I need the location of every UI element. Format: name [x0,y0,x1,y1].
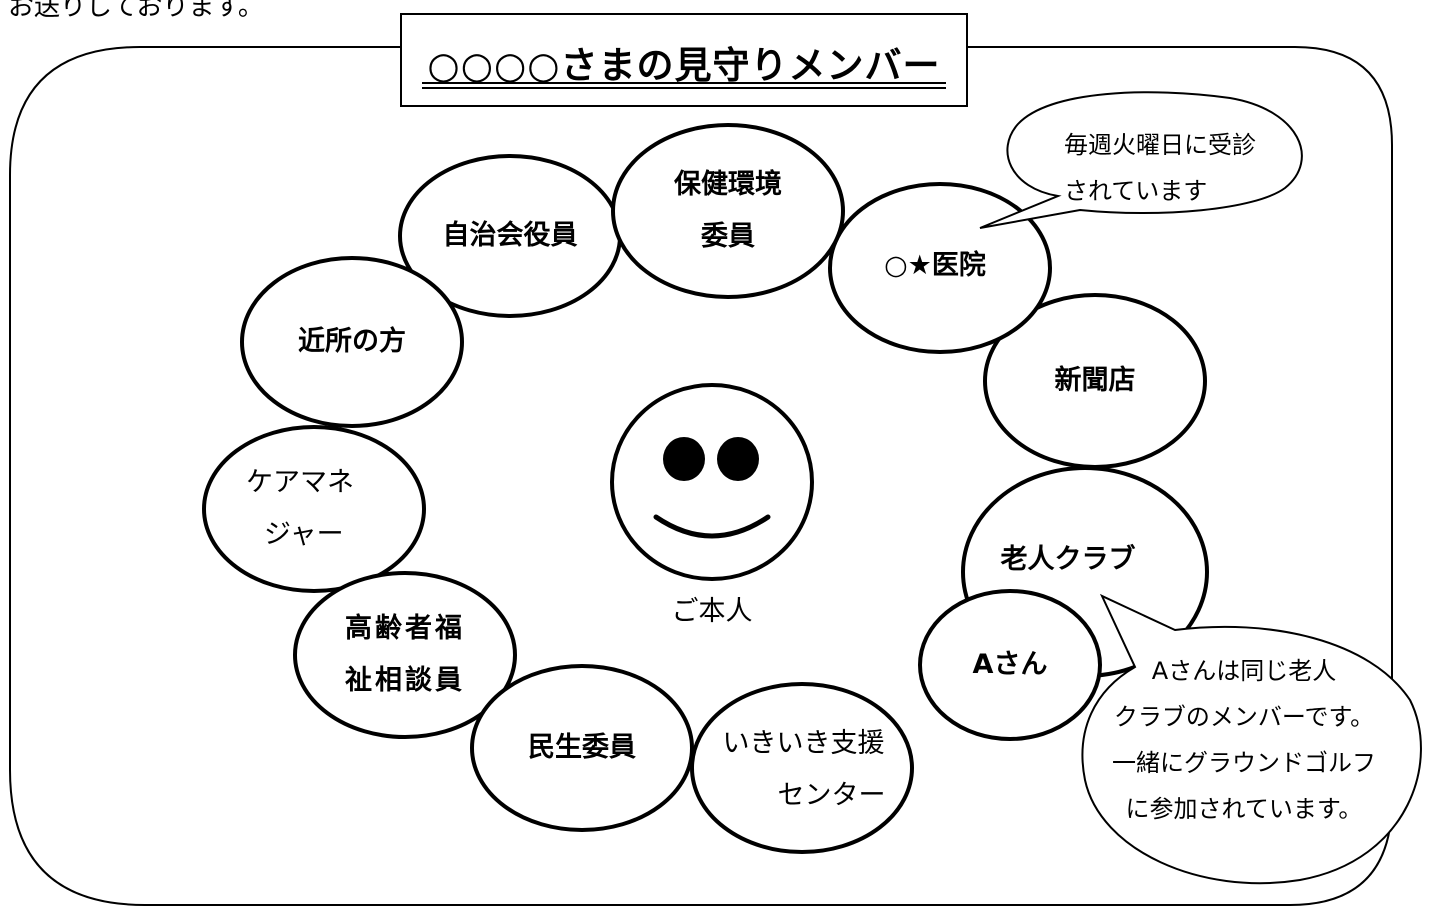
callout-line: 一緒にグラウンドゴルフ [1112,749,1376,777]
member-label-line: ジャー [264,519,344,550]
smiley-face-icon [610,383,814,581]
callout-bubble-iin-note [979,91,1303,229]
member-label-line: 高齢者福 [345,613,465,644]
member-label-hoken: 保健環境 委員 [674,159,782,263]
member-circle-ikiiki [690,682,914,854]
callout-line: に参加されています。 [1125,795,1363,823]
callout-bubble-a-san-note [1081,593,1422,885]
member-label-line: センター [777,780,886,811]
member-label-jichikai: 自治会役員 [442,220,578,251]
title-underline [422,82,946,84]
callout-text-iin-note: 毎週火曜日に受診 されています [1064,122,1256,214]
member-label-shinbun: 新聞店 [1054,365,1136,396]
callout-line: Aさんは同じ老人 [1151,657,1337,685]
member-label-line: 保健環境 [674,169,782,200]
outer-frame [9,46,1393,906]
member-circle-a-san [918,589,1102,741]
member-circle-shinbun [983,293,1207,469]
member-label-line: ケアマネ [246,467,354,498]
callout-line: されています [1064,177,1208,205]
member-label-koureisha: 高齢者福 祉相談員 [345,603,465,707]
member-label-iin: ○★医院 [884,250,986,281]
center-label: ご本人 [671,596,753,627]
title-underline [422,87,946,89]
member-label-ikiiki: いきいき支援 センター [723,718,886,822]
member-circle-kinjo [240,256,464,428]
title-box: ○○○○さまの見守りメンバー [400,13,968,107]
member-circle-caremanager [202,425,426,593]
member-label-line: いきいき支援 [722,728,885,759]
member-label-kinjo: 近所の方 [298,326,406,357]
member-label-minsei: 民生委員 [528,732,636,763]
member-label-caremanager: ケアマネ ジャー [246,457,354,561]
callout-text-a-san-note: Aさんは同じ老人 クラブのメンバーです。 一緒にグラウンドゴルフ に参加されてい… [1112,648,1376,832]
member-circle-hoken [611,123,845,299]
member-circle-minsei [470,664,694,832]
callout-line: クラブのメンバーです。 [1113,703,1375,731]
member-label-a-san: Aさん [972,649,1048,680]
member-label-line: 委員 [701,221,755,252]
intro-text: お送りしております。 [8,0,264,22]
member-label-line: 祉相談員 [345,665,465,696]
callout-line: 毎週火曜日に受診 [1064,131,1256,159]
member-circle-koureisha [293,571,517,739]
page-title: ○○○○さまの見守りメンバー [427,44,941,87]
member-label-roujin: 老人クラブ [1000,544,1136,575]
